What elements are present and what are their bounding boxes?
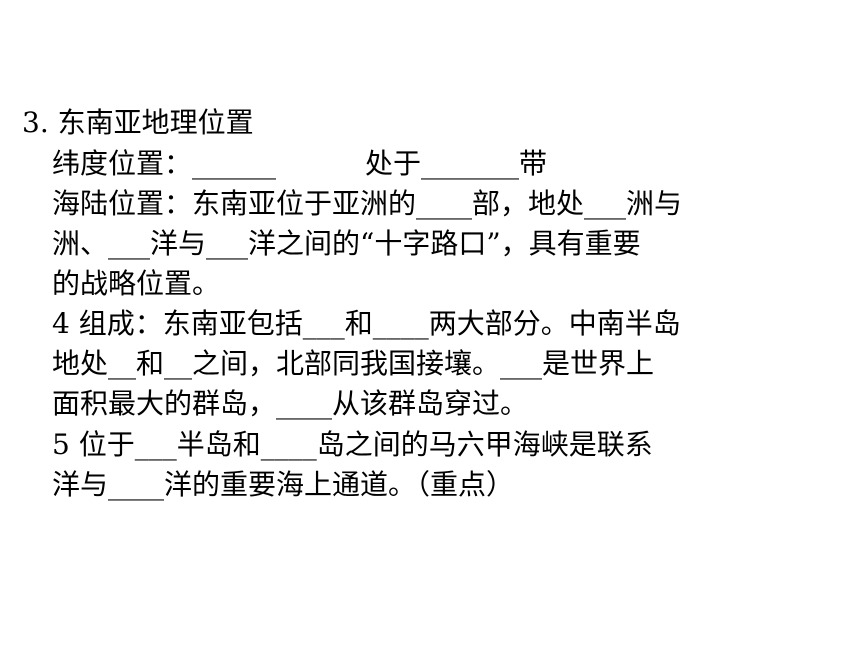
section-heading: 3. 东南亚地理位置 (22, 106, 254, 139)
sea-land-position-line-3: 的战略位置。 (52, 267, 221, 300)
composition-line-3: 面积最大的群岛，____从该群岛穿过。 (52, 387, 529, 420)
sea-land-position-line-2: 洲、___洋与___洋之间的“十字路口”，具有重要 (52, 227, 641, 260)
latitude-position-line: 纬度位置：______ 处于_______带 (52, 147, 548, 180)
strait-line-2: 洋与____洋的重要海上通道。（重点） (52, 468, 515, 501)
sea-land-position-line-1: 海陆位置：东南亚位于亚洲的____部，地处___洲与 (52, 187, 683, 220)
strait-line-1: 5 位于___半岛和____岛之间的马六甲海峡是联系 (52, 428, 653, 461)
composition-line-1: 4 组成：东南亚包括___和____两大部分。中南半岛 (52, 307, 681, 340)
composition-line-2: 地处__和__之间，北部同我国接壤。___是世界上 (52, 347, 655, 380)
